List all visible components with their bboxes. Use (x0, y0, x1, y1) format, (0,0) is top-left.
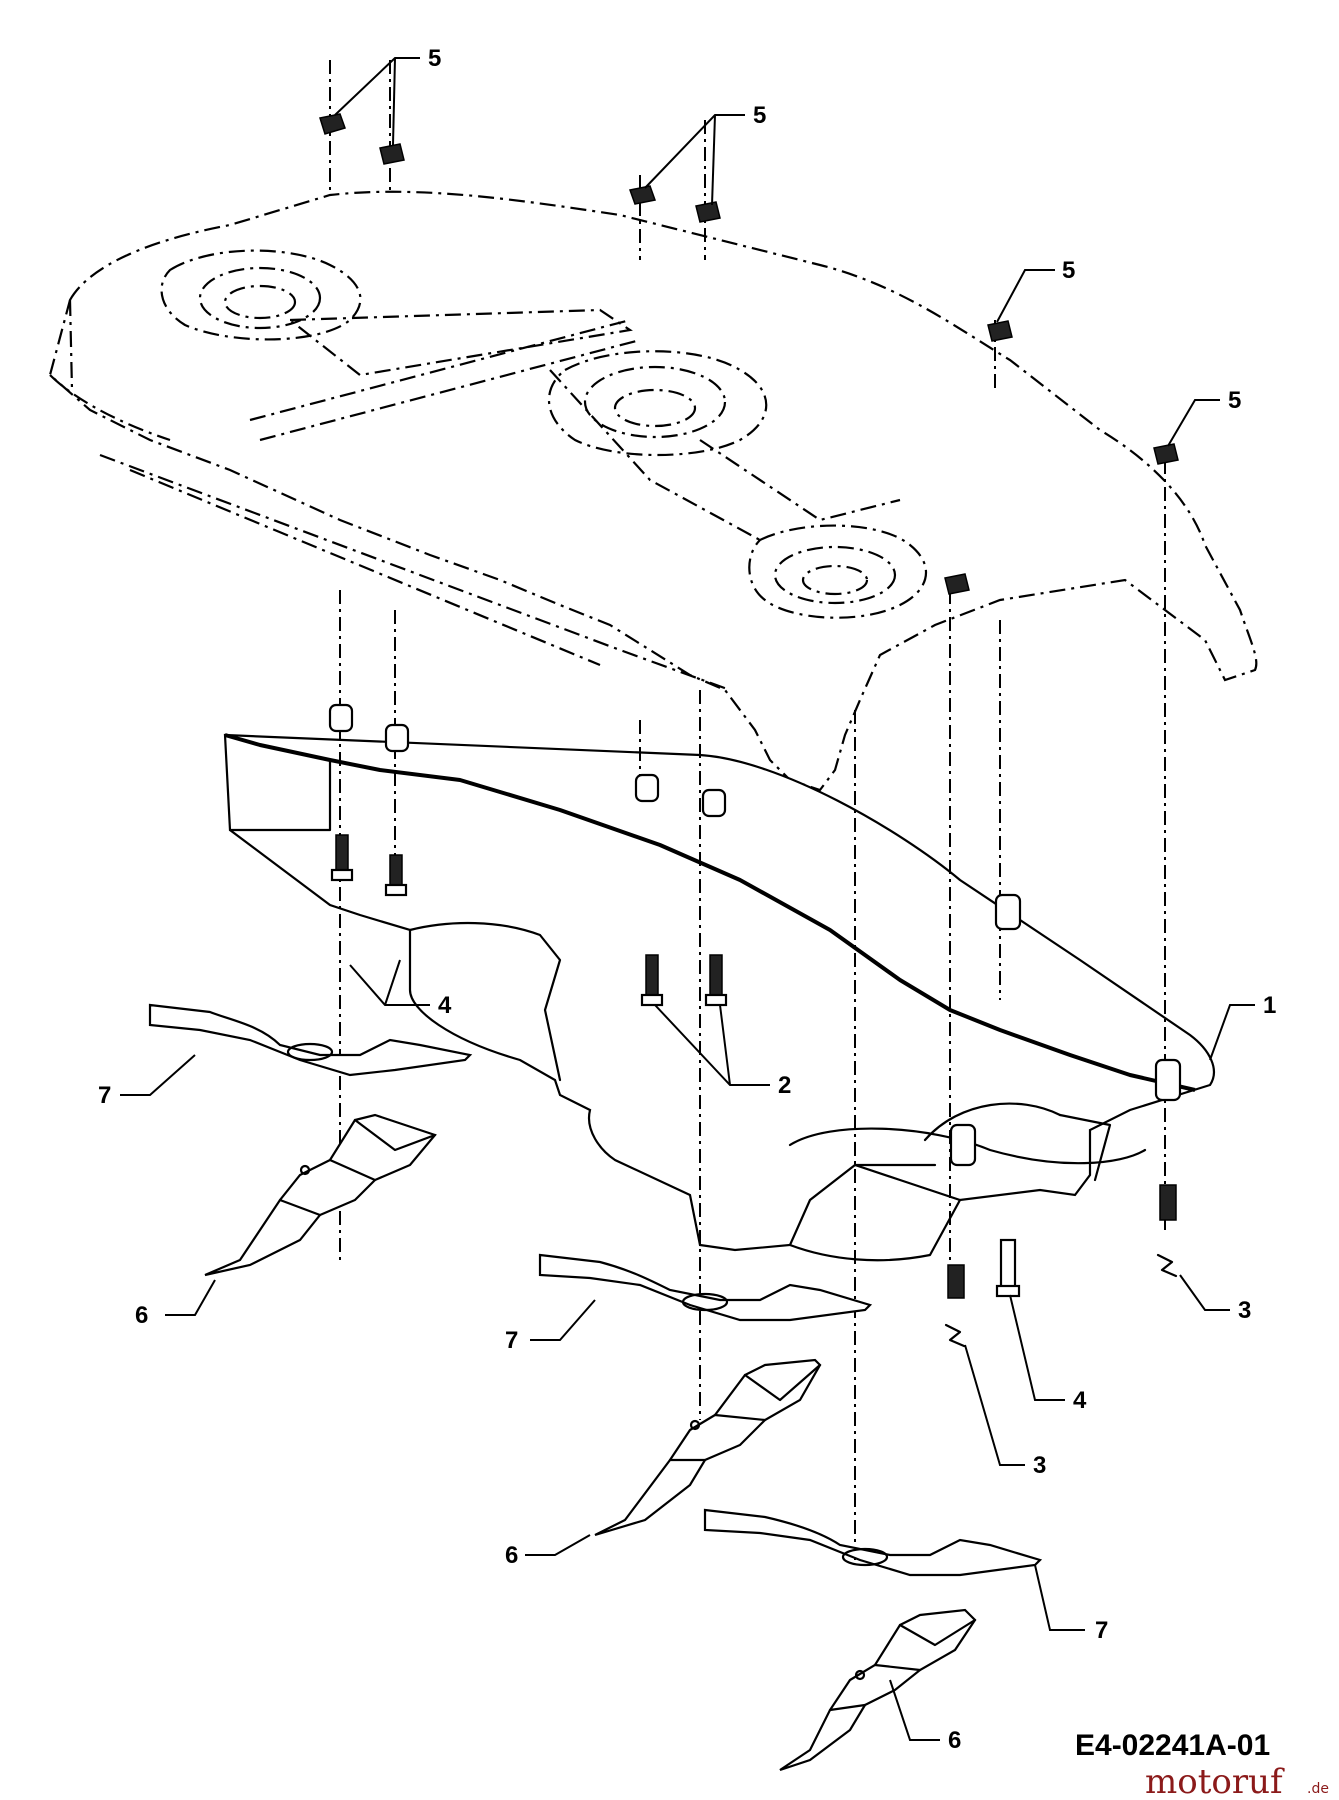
callouts: 5 5 5 5 4 1 7 2 6 3 7 4 3 6 7 6 (98, 45, 1276, 1754)
watermark-main: motoruf (1145, 1762, 1285, 1800)
callout-nut-1: 5 (428, 45, 441, 72)
callout-washer-3-middle: 3 (1033, 1452, 1046, 1479)
callout-bolt-4-right: 4 (1073, 1387, 1087, 1414)
bolts (330, 834, 1021, 1298)
callout-adapter-7-left: 7 (98, 1082, 111, 1109)
callout-blade-6-middle: 6 (505, 1542, 518, 1569)
callout-bolt-4-left: 4 (438, 992, 452, 1019)
blade-adapters (148, 1003, 1043, 1577)
leader-lines (120, 57, 1255, 1741)
callout-adapter-7-middle: 7 (505, 1327, 518, 1354)
callout-nut-4: 5 (1228, 387, 1241, 414)
mower-blades (204, 1113, 977, 1772)
callout-deck-plate-1: 1 (1263, 992, 1276, 1019)
callout-washer-3-right: 3 (1238, 1297, 1251, 1324)
hex-nuts (319, 113, 1179, 595)
mower-deck-housing (48, 190, 1258, 792)
callout-nut-2: 5 (753, 102, 766, 129)
lock-washers (944, 1184, 1178, 1348)
callout-bolt-2: 2 (778, 1072, 791, 1099)
callout-nut-3: 5 (1062, 257, 1075, 284)
watermark-logo: motoruf .de (1145, 1762, 1329, 1800)
watermark-suffix: .de (1307, 1781, 1329, 1797)
callout-blade-6-left: 6 (135, 1302, 148, 1329)
drawing-number: E4-02241A-01 (1075, 1729, 1270, 1762)
callout-adapter-7-right: 7 (1095, 1617, 1108, 1644)
spacers (328, 703, 1182, 1167)
callout-blade-6-right: 6 (948, 1727, 961, 1754)
